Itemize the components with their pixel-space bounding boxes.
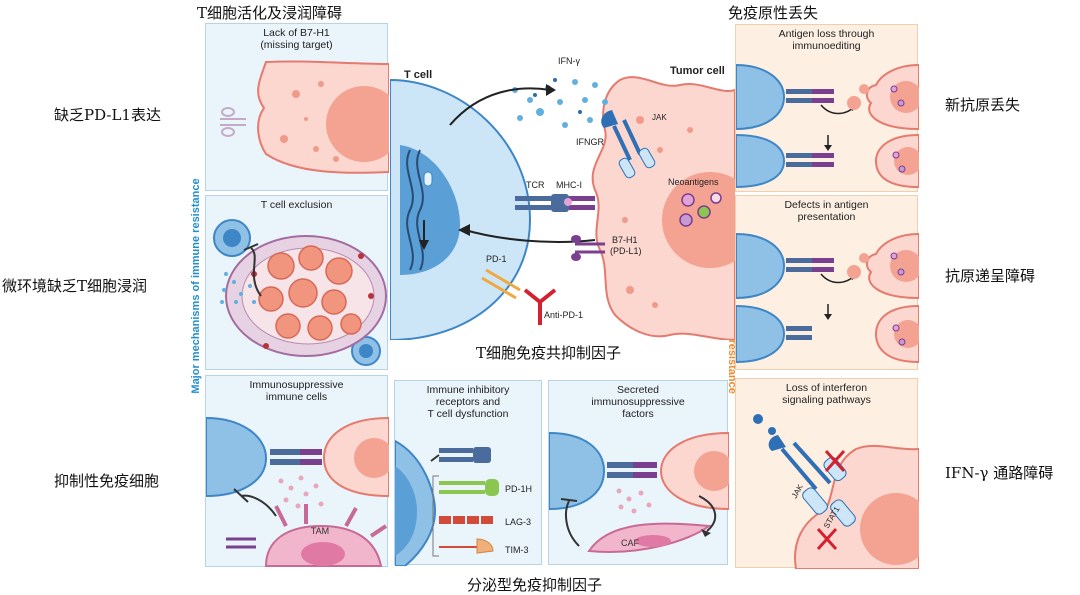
- label-mhc: MHC-I: [556, 180, 582, 190]
- heading-t-activation: T细胞活化及浸润障碍: [197, 4, 343, 22]
- panel-exclusion: T cell exclusion: [205, 195, 388, 370]
- panel-title: Secreted immunosuppressive factors: [591, 384, 685, 420]
- panel-title: T cell exclusion: [260, 199, 333, 211]
- panel-title: Antigen loss through immunoediting: [778, 28, 875, 52]
- label-ifn: IFN-γ 通路障碍: [945, 464, 1054, 482]
- panel-title: Immunosuppressive immune cells: [249, 379, 344, 403]
- panel-title: Immune inhibitory receptors and T cell d…: [426, 384, 510, 420]
- label-anti-pd1: Anti-PD-1: [544, 310, 583, 320]
- label-caf: CAF: [621, 538, 640, 548]
- label-b7h1-line2: (PD-L1): [610, 246, 642, 256]
- label-pd1: PD-1: [486, 254, 507, 264]
- heading-coinhibitory: T细胞免疫共抑制因子: [476, 344, 622, 362]
- heading-immunogenicity-loss: 免疫原性丢失: [728, 4, 819, 22]
- label-suppressive: 抑制性免疫细胞: [54, 472, 160, 490]
- label-tam: TAM: [311, 526, 329, 536]
- label-pdl1: 缺乏PD-L1表达: [54, 106, 161, 124]
- label-pd1h: PD-1H: [505, 484, 532, 494]
- label-t-cell: T cell: [404, 69, 432, 81]
- panel-title: Lack of B7-H1 (missing target): [260, 27, 333, 51]
- label-neoantigens: Neoantigens: [668, 177, 719, 187]
- panel-title: Loss of interferon signaling pathways: [782, 382, 871, 406]
- label-lag3: LAG-3: [505, 517, 531, 527]
- label-exclusion: 微环境缺乏T细胞浸润: [2, 277, 148, 295]
- center-illustration: T cell Tumor cell Neoantigens IFN-γ IFNG…: [390, 56, 735, 340]
- label-tim3: TIM-3: [505, 545, 529, 555]
- panel-inhibitory-receptors: Immune inhibitory receptors and T cell d…: [394, 380, 542, 566]
- label-tcr: TCR: [526, 180, 545, 190]
- side-label-major: Major mechanisms of immune resistance: [190, 178, 202, 394]
- label-ifn-gamma: IFN-γ: [558, 56, 580, 66]
- heading-secreted: 分泌型免疫抑制因子: [467, 576, 603, 594]
- panel-suppressive-cells: Immunosuppressive immune cells TAM: [205, 375, 389, 567]
- label-tumor-cell: Tumor cell: [670, 65, 725, 77]
- panel-presentation-defects: Defects in antigen presentation: [735, 195, 919, 370]
- panel-antigen-loss: Antigen loss through immunoediting: [735, 24, 919, 192]
- label-neoantigen: 新抗原丢失: [945, 96, 1021, 114]
- panel-missing-target: Lack of B7-H1 (missing target): [205, 23, 389, 191]
- label-jak: JAK: [652, 113, 667, 122]
- panel-title: Defects in antigen presentation: [784, 199, 869, 223]
- t-cell-nucleus: [400, 145, 460, 275]
- label-presentation: 抗原递呈障碍: [945, 267, 1036, 285]
- panel-secreted-factors: Secreted immunosuppressive factors CAF: [548, 380, 729, 565]
- label-b7h1: B7-H1 (PD-L1): [610, 235, 642, 256]
- label-ifngr: IFNGR: [576, 137, 604, 147]
- label-b7h1-line1: B7-H1: [612, 235, 638, 245]
- panel-interferon-loss: Loss of interferon signaling pathways JA…: [735, 378, 919, 569]
